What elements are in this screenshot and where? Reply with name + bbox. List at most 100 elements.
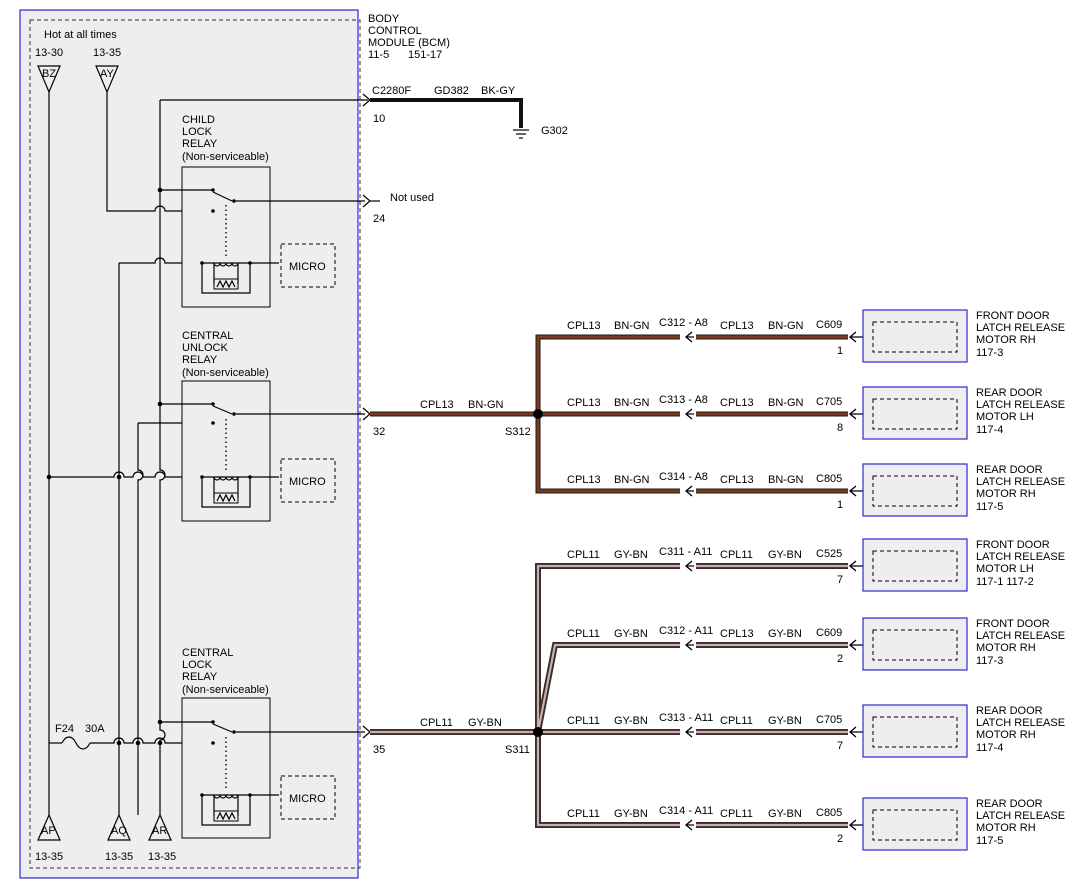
branch-circuit-a: CPL11	[567, 628, 600, 640]
branch-color-b: GY-BN	[768, 628, 802, 640]
latch-motor-inner	[872, 321, 958, 353]
branch-color-b: BN-GN	[768, 474, 804, 486]
device-label-line3: MOTOR RH	[976, 642, 1036, 654]
branch-color-a: GY-BN	[614, 715, 648, 727]
tag-bz: BZ	[37, 65, 61, 94]
branch-device-connector: C705	[816, 396, 842, 408]
splice-s312-dot	[533, 409, 543, 419]
device-label-line1: FRONT DOOR	[976, 539, 1050, 551]
branch-inline-connector: C313 - A8	[659, 394, 708, 406]
latch-motor-box	[862, 797, 968, 851]
junction-dot	[157, 740, 163, 746]
tag-ap-ref: 13-35	[35, 851, 63, 863]
device-ref: 117-4	[976, 424, 1003, 436]
device-ref: 117-4	[976, 742, 1003, 754]
device-label-line2: LATCH RELEASE	[976, 630, 1065, 642]
branch-circuit-a: CPL13	[567, 474, 601, 486]
relay-label-line4: (Non-serviceable)	[182, 684, 269, 696]
tag-ar-ref: 13-35	[148, 851, 176, 863]
branch-color-b: BN-GN	[768, 320, 804, 332]
inline-connector-pin: A11	[694, 625, 713, 637]
branch-color-a: GY-BN	[614, 808, 648, 820]
inline-connector-id: C312	[659, 625, 685, 637]
device-label-line2: LATCH RELEASE	[976, 717, 1065, 729]
device-label-line1: REAR DOOR	[976, 798, 1043, 810]
branch-inline-connector: C314 - A11	[659, 805, 713, 817]
device-label-line2: LATCH RELEASE	[976, 810, 1065, 822]
inline-separator: -	[685, 471, 694, 483]
inline-connector-id: C313	[659, 712, 685, 724]
device-label-line1: REAR DOOR	[976, 387, 1043, 399]
branch-inline-connector: C313 - A11	[659, 712, 713, 724]
inline-connector-id: C314	[659, 471, 685, 483]
power-feeds: Hot at all times 13-30 13-35 BZ AY F24 3…	[35, 29, 365, 863]
latch-motor-box	[862, 704, 968, 758]
central-unlock-relay: CENTRAL UNLOCK RELAY (Non-serviceable) M…	[160, 330, 336, 522]
branch-device-pin: 2	[837, 653, 843, 665]
branch-circuit-b: CPL11	[720, 715, 753, 727]
tag-ay-ref: 13-35	[93, 47, 121, 59]
tag-ay-letter: AY	[100, 68, 115, 80]
branch-device-connector: C805	[816, 473, 842, 485]
branch-device-pin: 1	[837, 345, 843, 357]
branch-inline-connector: C312 - A11	[659, 625, 713, 637]
cpl13-trunk: 32 CPL13 BN-GN S312	[362, 334, 680, 494]
relay-label-line1: CENTRAL	[182, 330, 233, 342]
child-lock-relay: CHILD LOCK RELAY (Non-serviceable) MICRO	[160, 114, 336, 308]
pin35-number: 35	[373, 744, 385, 756]
branch-circuit-b: CPL11	[720, 549, 753, 561]
device-label-line1: REAR DOOR	[976, 464, 1043, 476]
device-ref: 117-3	[976, 347, 1003, 359]
branch-color-a: GY-BN	[614, 628, 648, 640]
relay-label-line3: RELAY	[182, 138, 218, 150]
branch-color-b: GY-BN	[768, 808, 802, 820]
latch-motor-inner	[872, 629, 958, 661]
bcm-ref-1: 11-5	[368, 49, 389, 61]
tag-ap-letter: AP	[41, 825, 56, 837]
device-label-line3: MOTOR LH	[976, 563, 1034, 575]
tag-aq-ref: 13-35	[105, 851, 133, 863]
micro-label: MICRO	[289, 261, 326, 273]
tag-ap: AP 13-35	[35, 813, 63, 863]
relay-label-line2: LOCK	[182, 659, 213, 671]
pin32-color: BN-GN	[468, 399, 504, 411]
device-label-line3: MOTOR RH	[976, 334, 1036, 346]
latch-motor-inner	[872, 475, 958, 507]
latch-motor-inner	[872, 550, 958, 582]
branch-circuit-a: CPL11	[567, 715, 600, 727]
branch-device-pin: 2	[837, 833, 843, 845]
splice-s311-dot	[533, 727, 543, 737]
branch-device-pin: 8	[837, 422, 843, 434]
latch-motor-box	[862, 386, 968, 440]
inline-separator: -	[685, 712, 694, 724]
relay-label-line1: CENTRAL	[182, 647, 233, 659]
relay-label-line2: UNLOCK	[182, 342, 229, 354]
branch-circuit-a: CPL11	[567, 549, 600, 561]
pin35-circuit: CPL11	[420, 717, 453, 729]
branch-circuit-b: CPL13	[720, 628, 754, 640]
branch-circuit-a: CPL11	[567, 808, 600, 820]
branch-device-connector: C609	[816, 319, 842, 331]
device-ref: 117-1 117-2	[976, 576, 1034, 588]
pin35-color: GY-BN	[468, 717, 502, 729]
branch-color-a: BN-GN	[614, 474, 650, 486]
branch-device-connector: C609	[816, 627, 842, 639]
relay-label-line2: LOCK	[182, 126, 213, 138]
device-label-line1: REAR DOOR	[976, 705, 1043, 717]
relay-label-line3: RELAY	[182, 354, 218, 366]
branch-color-a: GY-BN	[614, 549, 648, 561]
branch-inline-connector: C311 - A11	[659, 546, 712, 558]
device-label-line2: LATCH RELEASE	[976, 551, 1065, 563]
ground-id: G302	[541, 125, 568, 137]
junction-dot	[116, 474, 122, 480]
bcm-title-line3: MODULE (BCM)	[368, 37, 450, 49]
ground-connector: C2280F	[372, 85, 411, 97]
relay-label-line4: (Non-serviceable)	[182, 367, 269, 379]
